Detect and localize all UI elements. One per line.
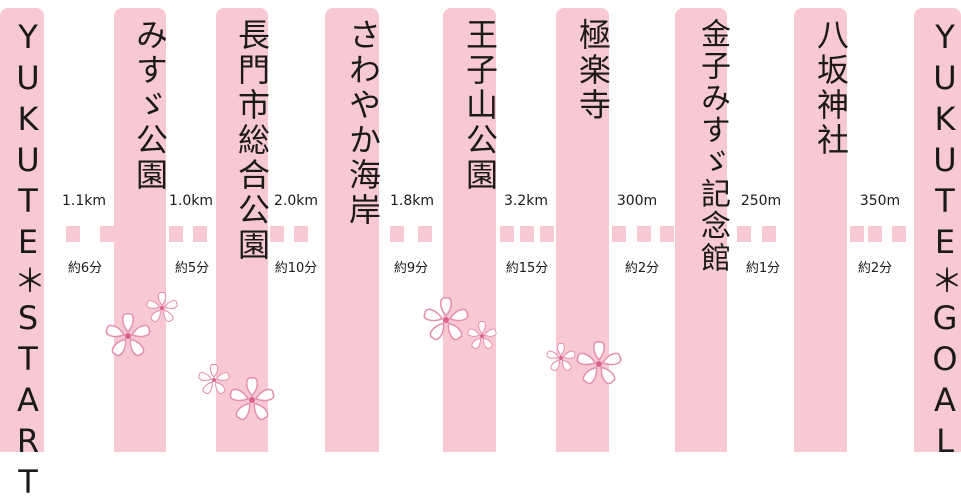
sakura-flower-large [576,341,622,385]
stop-column-yasaka: 八坂神社 [794,8,850,452]
leg-distance: 3.2km [503,193,548,209]
route-dash [66,226,80,242]
stop-label-gokurakuji: 極楽寺 [574,18,612,123]
leg-distance: 1.8km [389,193,434,209]
route-dash [892,226,906,242]
leg-time: 約6分 [67,261,103,276]
route-dash [868,226,882,242]
stop-label-nagato-park: 長門市総合公園 [233,18,271,263]
stop-label-goal: YUKUTE＊GOAL [926,18,961,463]
route-dash [520,226,534,242]
leg-distance: 1.0km [168,193,213,209]
leg-distance: 2.0km [273,193,318,209]
leg-time: 約9分 [393,261,429,276]
leg-time: 約2分 [857,261,893,276]
route-dash [850,226,864,242]
leg-distance: 300m [616,193,658,209]
route-dash [193,226,207,242]
stop-column-misuzu-park: みすゞ公園 [114,8,169,452]
route-dash [100,226,114,242]
sakura-flower-small [546,343,576,372]
leg-time: 約10分 [274,261,318,276]
route-dash [762,226,776,242]
stop-column-goal: YUKUTE＊GOAL [914,8,961,463]
sakura-blossom-icon [198,363,275,421]
sakura-blossom-icon [546,341,622,385]
route-dash [737,226,751,242]
sakura-flower-small [198,363,230,395]
sakura-flower-small [146,292,178,323]
leg-time: 約2分 [624,261,660,276]
route-dash [612,226,626,242]
sakura-flower-large [105,313,151,357]
route-dash [390,226,404,242]
leg-distance: 350m [859,193,901,209]
stop-label-yasaka: 八坂神社 [812,18,850,158]
stop-column-gokurakuji: 極楽寺 [556,8,612,452]
stop-label-start: YUKUTE＊START [9,18,47,504]
leg-distance: 250m [740,193,782,209]
stop-column-misuzu-museum: 金子みすゞ記念館 [675,8,730,452]
route-dash [637,226,651,242]
route-dash [500,226,514,242]
sakura-flower-large [229,377,275,421]
stop-label-sawayaka: さわやか海岸 [344,18,382,228]
stop-label-misuzu-park: みすゞ公園 [131,18,169,193]
route-dash [270,226,284,242]
stop-column-sawayaka: さわやか海岸 [325,8,382,452]
route-dash [294,226,308,242]
route-dash [660,226,674,242]
stop-label-misuzu-museum: 金子みすゞ記念館 [695,18,730,274]
sakura-flower-small [467,321,497,350]
sakura-blossom-icon [105,292,178,357]
sakura-blossom-icon [423,297,497,350]
route-dash [540,226,554,242]
leg-distance: 1.1km [61,193,106,209]
sakura-flower-large [423,297,469,341]
leg-time: 約5分 [174,261,210,276]
route-dash [169,226,183,242]
route-dash [418,226,432,242]
leg-time: 約1分 [745,261,781,276]
stop-column-ojiyama: 王子山公園 [443,8,499,452]
stop-label-ojiyama: 王子山公園 [461,18,499,193]
leg-time: 約15分 [505,261,549,276]
stop-column-start: YUKUTE＊START [0,8,47,504]
